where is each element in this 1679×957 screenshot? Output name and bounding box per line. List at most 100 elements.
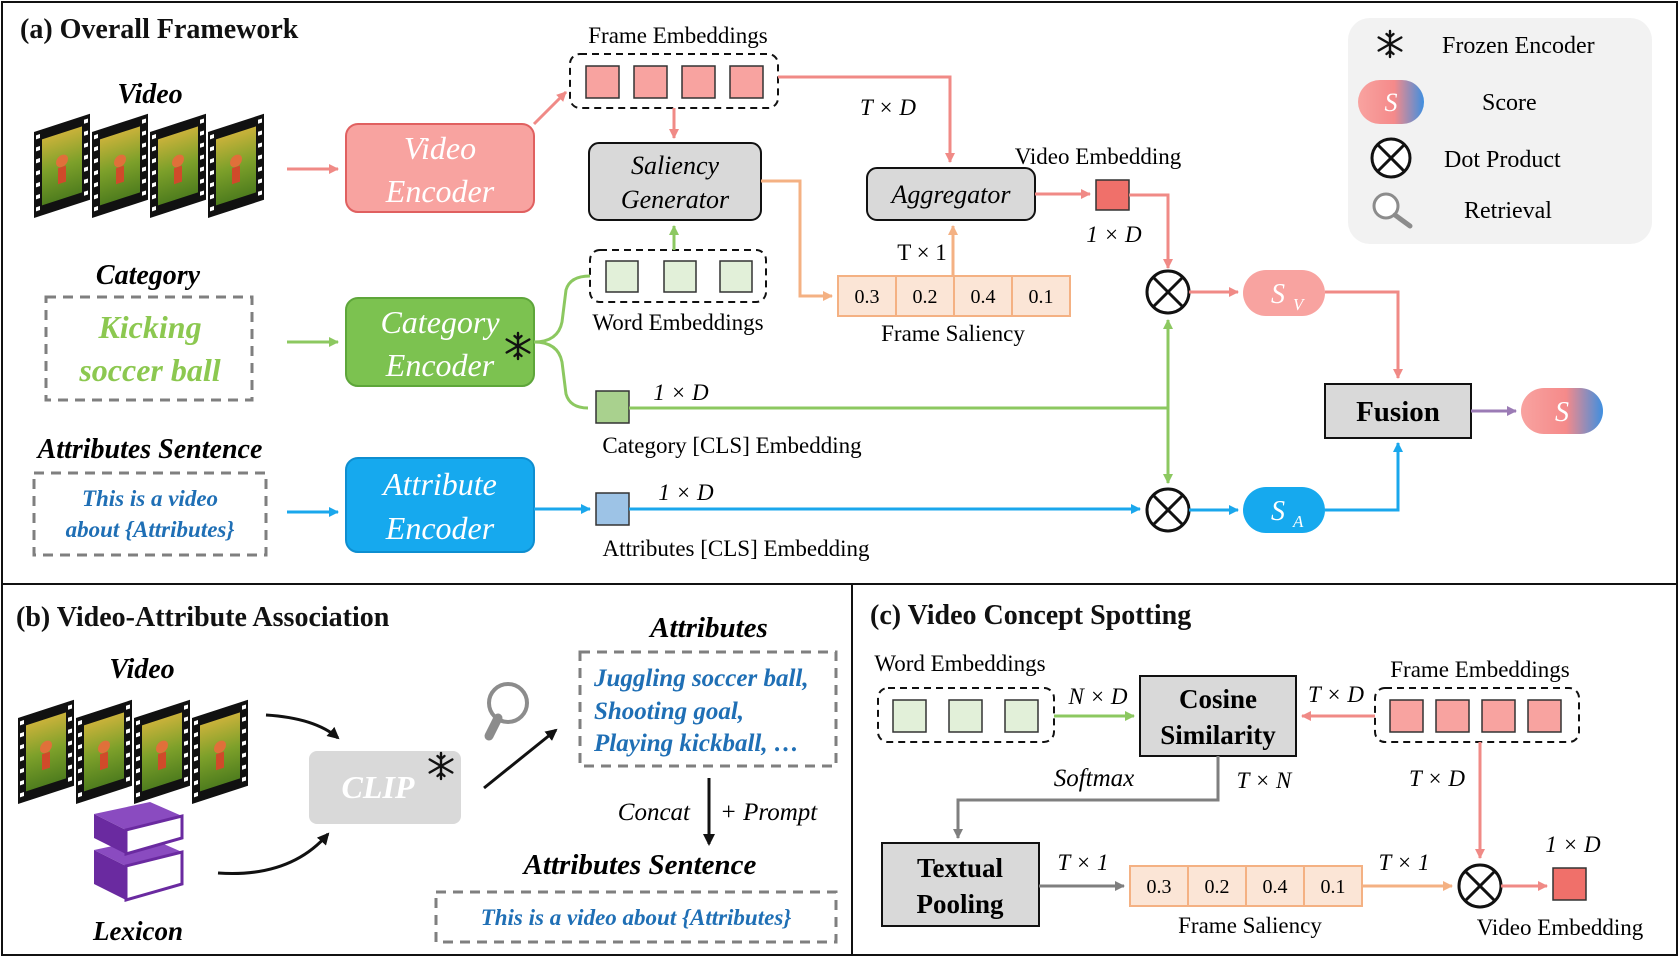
video-label: Video (117, 79, 182, 110)
magnifier-icon (1372, 192, 1413, 229)
panel-a-title: (a) Overall Framework (20, 14, 299, 45)
c-frame-saliency-label: Frame Saliency (1178, 913, 1322, 938)
a-video-embedding-cell (1095, 179, 1130, 211)
video-encoder (345, 123, 535, 213)
dot-product-v-icon (1145, 269, 1191, 315)
lexicon-books-icon (94, 802, 184, 902)
video-frames (34, 113, 264, 218)
legend-frozen: Frozen Encoder (1442, 33, 1595, 59)
cosine-label-1: Cosine (1179, 684, 1257, 714)
b-sentence-text: This is a video about {Attributes} (481, 905, 792, 930)
c-td-left-label: T × D (1308, 682, 1364, 707)
category-text-2: soccer ball (78, 352, 220, 388)
video-to-clip-arrow (265, 713, 340, 740)
b-video-frames (18, 699, 248, 804)
b-magnifier-icon (484, 682, 529, 741)
c-dot-product-icon (1457, 863, 1503, 909)
score-sa-symbol: S (1271, 496, 1285, 527)
saliency-generator-line2: Generator (621, 185, 730, 214)
category-text-1: Kicking (97, 309, 201, 345)
category-cls-label: Category [CLS] Embedding (602, 433, 862, 458)
attributes-cls-cell (595, 492, 630, 526)
c-nd-label: N × D (1068, 684, 1128, 709)
final-score-symbol: S (1555, 397, 1569, 428)
cosine-to-pooling-arrow (953, 756, 1220, 839)
prompt-label: + Prompt (720, 799, 818, 826)
panel-b-title: (b) Video-Attribute Association (16, 602, 390, 633)
cosine-label-2: Similarity (1160, 720, 1276, 750)
b-attributes-box (578, 650, 838, 768)
b-attribute-3: Playing kickball, … (593, 730, 799, 757)
a-t1-label: T × 1 (897, 240, 947, 265)
video-encoder-line2: Encoder (385, 173, 495, 209)
score-icon (1358, 80, 1424, 124)
category-encoder-line2: Encoder (385, 347, 495, 383)
a-saliency-value-3: 0.4 (971, 286, 996, 308)
textual-pooling-box (881, 842, 1040, 927)
a-saliency-value-4: 0.1 (1029, 286, 1054, 308)
saliency-generator-line1: Saliency (631, 151, 720, 180)
c-frame-embeddings-box (1374, 687, 1580, 743)
video-encoder-to-frames-arrow (532, 90, 568, 126)
legend-score-symbol: S (1385, 88, 1398, 117)
lexicon-label: Lexicon (92, 916, 183, 946)
dot-product-a-icon (1145, 487, 1191, 533)
video-encoder-line1: Video (404, 130, 476, 166)
a-one-d-video-label: 1 × D (1086, 222, 1142, 247)
c-video-embedding-label: Video Embedding (1477, 915, 1644, 940)
legend: Frozen Encoder S Score Dot Product Retri… (1348, 18, 1652, 244)
a-frame-embeddings-box (569, 53, 779, 109)
c-video-embedding-cell (1552, 867, 1587, 901)
b-sentence-label: Attributes Sentence (522, 849, 757, 881)
clip-box (309, 751, 461, 824)
a-saliency-value-2: 0.2 (913, 286, 938, 308)
a-word-embeddings-box (589, 249, 767, 303)
attr-sentence-text-1: This is a video (82, 486, 218, 511)
pooling-label-2: Pooling (916, 889, 1004, 919)
a-one-d-attr-label: 1 × D (658, 480, 714, 505)
softmax-label: Softmax (1054, 765, 1135, 792)
attribute-encoder-line2: Encoder (385, 510, 495, 546)
sv-to-fusion-arrow (1325, 290, 1403, 379)
c-one-d-label: 1 × D (1545, 832, 1601, 857)
score-sa-subscript: A (1292, 512, 1304, 531)
a-video-embedding-label: Video Embedding (1015, 144, 1182, 169)
attribute-encoder (345, 457, 535, 553)
attr-sentence-text-2: about {Attributes} (66, 517, 235, 542)
c-t1-b-label: T × 1 (1379, 850, 1430, 875)
saliency-to-frame-saliency-arrow (761, 179, 833, 301)
attributes-cls-label: Attributes [CLS] Embedding (602, 536, 870, 561)
frames-to-aggregator-arrow (778, 75, 955, 163)
c-t1-a-label: T × 1 (1058, 850, 1109, 875)
c-frame-saliency-cells (1129, 865, 1363, 907)
c-word-embeddings-box (877, 687, 1055, 743)
sa-to-fusion-arrow (1325, 442, 1403, 512)
score-sv-symbol: S (1271, 279, 1285, 310)
final-score (1521, 388, 1603, 434)
lexicon-to-clip-arrow (217, 832, 330, 875)
a-frame-embeddings-label: Frame Embeddings (588, 23, 768, 48)
category-box (44, 295, 254, 402)
legend-retrieval: Retrieval (1464, 198, 1552, 224)
a-frame-saliency-cells (837, 275, 1071, 317)
a-frame-embedding-cells (585, 65, 764, 99)
category-brace-bottom (533, 340, 589, 410)
score-sa (1243, 487, 1325, 533)
legend-score: Score (1482, 90, 1537, 116)
pooling-label-1: Textual (917, 853, 1004, 883)
clip-label: CLIP (342, 769, 415, 805)
c-word-embedding-cells (892, 699, 1039, 733)
concat-label: Concat (618, 799, 691, 826)
embedding-to-dot-v-arrow (1129, 193, 1173, 269)
category-brace-top (533, 274, 591, 344)
legend-dot: Dot Product (1444, 147, 1561, 173)
aggregator-label: Aggregator (890, 180, 1012, 209)
a-one-d-cat-label: 1 × D (653, 380, 709, 405)
b-attribute-1: Juggling soccer ball, (593, 665, 809, 692)
c-saliency-value-2: 0.2 (1205, 876, 1230, 898)
panel-c-title: (c) Video Concept Spotting (870, 600, 1191, 631)
c-tn-label: T × N (1237, 768, 1293, 793)
a-frame-saliency-label: Frame Saliency (881, 321, 1025, 346)
